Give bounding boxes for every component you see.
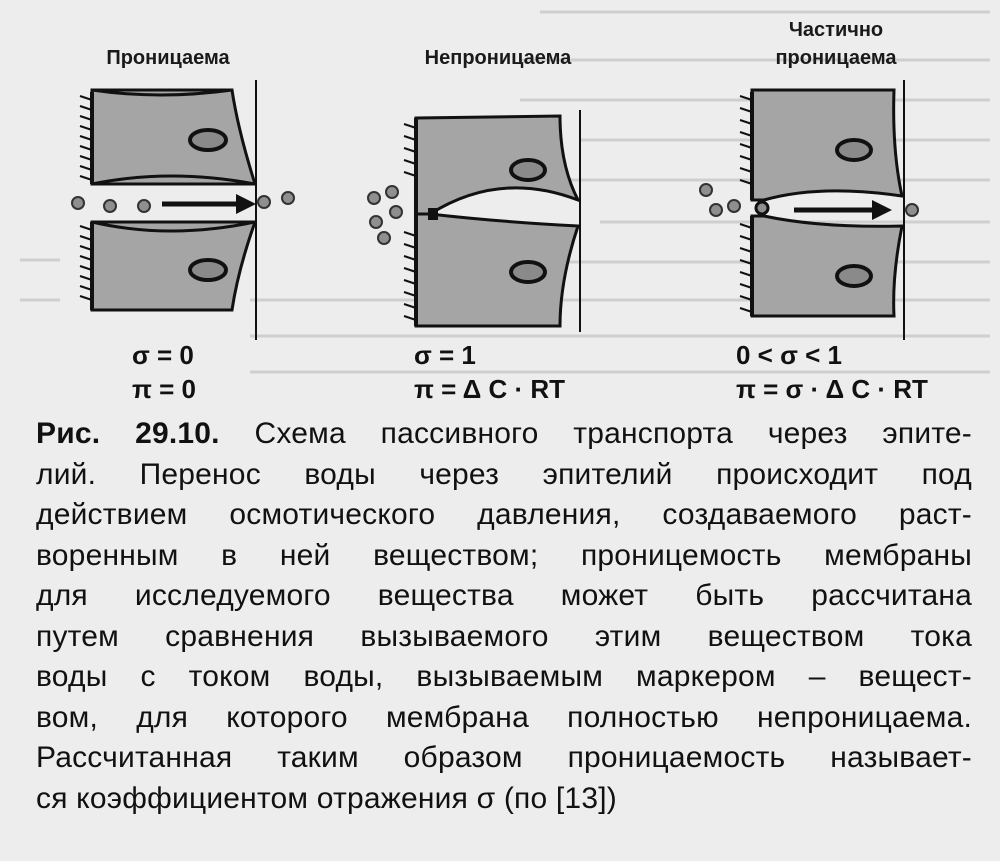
figure-caption: Рис. 29.10. Схема пассивного транспорта … xyxy=(36,414,972,819)
caption-line-1: Рис. 29.10. Схема пассивного транспорта … xyxy=(36,417,972,450)
sigma-partially-permeable: 0 < σ < 1 xyxy=(736,340,842,370)
panel-title-partially-permeable-line1: Частично xyxy=(788,19,884,41)
caption-line-8: вом, для которого мембрана полностью неп… xyxy=(36,700,972,734)
epithelial-cell-lower xyxy=(90,220,258,312)
pi-permeable: π = 0 xyxy=(132,374,196,404)
brush-border xyxy=(403,118,418,326)
epithelial-cell-upper xyxy=(750,88,904,202)
epithelial-cell-lower xyxy=(750,214,904,318)
tight-junction xyxy=(428,208,438,220)
nucleus-lower xyxy=(509,260,547,284)
caption-line-2: лий. Перенос воды через эпителий происхо… xyxy=(36,457,972,491)
diagram-partially-permeable xyxy=(699,80,919,340)
pi-impermeable: π = Δ C · RT xyxy=(414,374,566,404)
nucleus-upper xyxy=(835,138,873,162)
brush-border xyxy=(739,92,754,316)
pi-partially-permeable: π = σ · Δ C · RT xyxy=(736,374,928,404)
panel-title-permeable: Проницаема xyxy=(106,47,230,69)
figure-label: Рис. 29.10. xyxy=(36,417,220,450)
epithelial-cell-upper xyxy=(414,114,582,216)
diagram-impermeable xyxy=(367,110,582,332)
nucleus-upper xyxy=(509,158,547,182)
panel-title-partially-permeable-line2: проницаема xyxy=(775,47,897,69)
panel-title-impermeable: Непроницаема xyxy=(424,47,572,69)
caption-line-10: ся коэффициентом отражения σ (по [13]) xyxy=(36,781,617,815)
caption-line-3: действием осмотического давления, создав… xyxy=(36,498,972,531)
solute-particles xyxy=(699,183,919,217)
solute-particles xyxy=(367,185,403,245)
brush-border-lower xyxy=(79,222,94,310)
sigma-permeable: σ = 0 xyxy=(132,340,194,370)
nucleus-lower xyxy=(835,264,873,288)
diagram-permeable xyxy=(71,80,295,340)
nucleus-upper xyxy=(188,128,228,152)
sigma-impermeable: σ = 1 xyxy=(414,340,476,370)
caption-line-5: для исследуемого вещества может быть рас… xyxy=(36,579,972,612)
caption-line-4: воренным в ней веществом; проницемость м… xyxy=(36,538,972,572)
brush-border-upper xyxy=(79,92,94,184)
epithelial-cell-lower xyxy=(414,212,581,328)
caption-line-9: Рассчитанная таким образом проницаемость… xyxy=(36,741,972,774)
solute-particles xyxy=(71,191,295,213)
caption-line-7: воды с током воды, вызываемым маркером –… xyxy=(36,660,972,693)
caption-line-6: путем сравнения вызываемого этим веществ… xyxy=(36,619,972,653)
junction-particle xyxy=(754,200,770,216)
nucleus-lower xyxy=(188,258,228,282)
